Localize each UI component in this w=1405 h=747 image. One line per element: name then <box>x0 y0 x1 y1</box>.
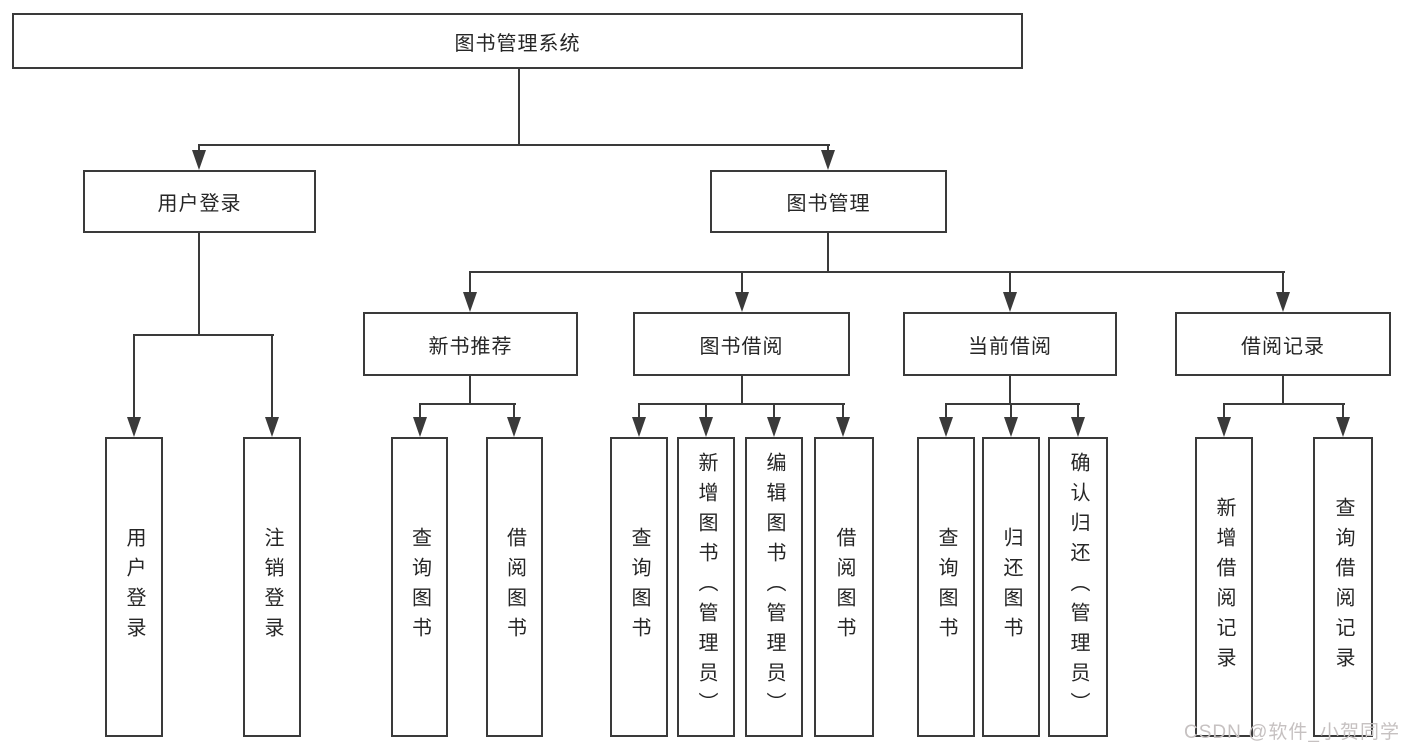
connector-line <box>419 403 516 405</box>
arrow-down-icon <box>939 417 953 437</box>
arrow-down-icon <box>413 417 427 437</box>
leaf-edit-books-admin: 编辑图书（管理员） <box>745 437 803 737</box>
connector-line <box>198 144 200 154</box>
connector-line <box>945 403 947 421</box>
connector-line <box>705 403 707 421</box>
node-current-borrow: 当前借阅 <box>903 312 1117 376</box>
connector-line <box>1009 271 1011 297</box>
arrow-down-icon <box>1336 417 1350 437</box>
connector-line <box>1342 403 1344 421</box>
leaf-query-books-borrow: 查询图书 <box>610 437 668 737</box>
connector-line <box>198 144 830 146</box>
leaf-return-books: 归还图书 <box>982 437 1040 737</box>
arrow-down-icon <box>507 417 521 437</box>
arrow-down-icon <box>192 150 206 170</box>
leaf-borrow-books: 借阅图书 <box>814 437 874 737</box>
arrow-down-icon <box>699 417 713 437</box>
node-borrow-records: 借阅记录 <box>1175 312 1391 376</box>
connector-line <box>1282 376 1284 405</box>
connector-line <box>513 403 515 421</box>
connector-line <box>827 233 829 273</box>
connector-line <box>741 376 743 405</box>
connector-line <box>469 271 1285 273</box>
leaf-add-borrow-record: 新增借阅记录 <box>1195 437 1253 737</box>
arrow-down-icon <box>767 417 781 437</box>
arrow-down-icon <box>632 417 646 437</box>
arrow-down-icon <box>1276 292 1290 312</box>
connector-line <box>842 403 844 421</box>
node-book-borrow: 图书借阅 <box>633 312 850 376</box>
node-book-management: 图书管理 <box>710 170 947 233</box>
arrow-down-icon <box>821 150 835 170</box>
arrow-down-icon <box>463 292 477 312</box>
arrow-down-icon <box>127 417 141 437</box>
connector-line <box>469 271 471 297</box>
leaf-query-books-current: 查询图书 <box>917 437 975 737</box>
node-user-login: 用户登录 <box>83 170 316 233</box>
csdn-watermark: CSDN @软件_小贺同学 <box>1184 722 1400 743</box>
connector-line <box>271 334 273 420</box>
node-root: 图书管理系统 <box>12 13 1023 69</box>
connector-line <box>638 403 640 421</box>
arrow-down-icon <box>1217 417 1231 437</box>
connector-line <box>638 403 845 405</box>
connector-line <box>1009 376 1011 405</box>
connector-line <box>518 69 520 146</box>
connector-line <box>1282 271 1284 297</box>
arrow-down-icon <box>1003 292 1017 312</box>
leaf-borrow-books-recommend: 借阅图书 <box>486 437 543 737</box>
leaf-query-books-recommend: 查询图书 <box>391 437 448 737</box>
arrow-down-icon <box>1004 417 1018 437</box>
connector-line <box>741 271 743 297</box>
arrow-down-icon <box>735 292 749 312</box>
connector-line <box>469 376 471 405</box>
leaf-query-borrow-record: 查询借阅记录 <box>1313 437 1373 737</box>
arrow-down-icon <box>1071 417 1085 437</box>
connector-line <box>773 403 775 421</box>
connector-line <box>827 144 829 154</box>
connector-line <box>419 403 421 421</box>
node-new-books: 新书推荐 <box>363 312 578 376</box>
leaf-add-books-admin: 新增图书（管理员） <box>677 437 735 737</box>
arrow-down-icon <box>836 417 850 437</box>
connector-line <box>1077 403 1079 421</box>
leaf-confirm-return-admin: 确认归还（管理员） <box>1048 437 1108 737</box>
arrow-down-icon <box>265 417 279 437</box>
connector-line <box>133 334 135 420</box>
leaf-logout: 注销登录 <box>243 437 301 737</box>
connector-line <box>1223 403 1225 421</box>
connector-line <box>945 403 1080 405</box>
connector-line <box>198 233 200 336</box>
connector-line <box>133 334 274 336</box>
connector-line <box>1223 403 1345 405</box>
connector-line <box>1010 403 1012 421</box>
leaf-user-login: 用户登录 <box>105 437 163 737</box>
